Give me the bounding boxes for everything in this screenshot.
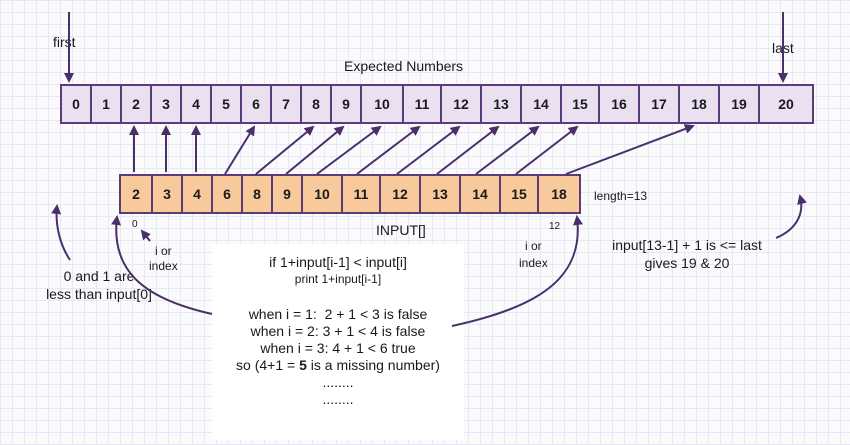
i-index-arrow [140,229,151,242]
map-arrow-15 [515,125,579,175]
length-label: length=13 [594,189,648,203]
expected-cell: 5 [212,86,242,122]
input-cell: 18 [551,186,567,202]
right-note: input[13-1] + 1 is <= last gives 19 & 20 [592,236,782,272]
index-text: index [149,259,178,273]
input-cell: 14 [461,176,501,212]
expected-cell: 0 [62,86,92,122]
input-cell: 8 [243,176,273,212]
expected-cell: 13 [482,86,522,122]
expected-cell: 16 [600,86,640,122]
input-cell: 11 [343,176,381,212]
right-note-arrow [775,194,807,239]
expected-cell: 12 [442,86,482,122]
expected-numbers-row: 0 1 2 3 4 5 6 7 8 9 10 11 12 13 14 15 16… [60,84,814,124]
expected-cell: 2 [122,86,152,122]
input-array-label: INPUT[] [376,222,426,238]
input-cell: 2 [121,176,153,212]
missing-number: 5 [299,357,307,373]
expected-cell: 9 [332,86,362,122]
input-cell: 13 [421,176,461,212]
expected-cell: 8 [302,86,332,122]
expected-cell: 17 [640,86,680,122]
conclusion-c: is a missing number) [306,357,440,373]
conclusion-line: so (4+1 = 5 is a missing number) [212,357,464,374]
code-to-left-arrow [111,215,213,315]
input-cell: 6 [213,176,243,212]
expected-cell: 15 [562,86,600,122]
expected-cell: 14 [522,86,562,122]
expected-cell: 6 [242,86,272,122]
map-arrow-13 [436,125,500,175]
expected-numbers-title: Expected Numbers [344,58,464,74]
expected-cell: 10 [362,86,404,122]
dots-line: ........ [322,391,354,407]
expected-cell: 11 [404,86,442,122]
input-cell: 10 [303,176,343,212]
map-arrow-10 [316,125,382,175]
example-line: when i = 1: 2 + 1 < 3 is false [248,306,428,322]
input-cell: 12 [381,176,421,212]
example-line: when i = 3: 4 + 1 < 6 true [260,340,416,356]
conclusion-a: so (4+1 = [236,357,300,373]
left-note-line-2: less than input[0] [46,286,152,302]
expected-cell: 20 [778,96,794,112]
dots-line: ........ [322,374,354,390]
expected-cell: 18 [680,86,720,122]
expected-cell: 1 [92,86,122,122]
map-arrow-6 [224,125,256,175]
map-arrow-18 [565,124,695,175]
map-arrow-12 [396,125,461,175]
pseudocode-box: if 1+input[i-1] < input[i] print 1+input… [212,244,464,440]
left-note-line-1: 0 and 1 are [63,268,135,284]
map-arrow-8 [255,125,315,175]
right-note-line-2: gives 19 & 20 [644,255,730,271]
index-zero-label: 0 [132,219,138,230]
input-cell: 15 [501,176,539,212]
i-or-text: i or [525,239,542,253]
input-cell: 9 [273,176,303,212]
example-line: when i = 2: 3 + 1 < 4 is false [250,323,426,339]
expected-cell: 7 [272,86,302,122]
expected-cell: 19 [720,86,760,122]
right-note-line-1: input[13-1] + 1 is <= last [612,237,762,253]
expected-cell: 3 [152,86,182,122]
i-or-text: i or [155,244,172,258]
code-line-1: if 1+input[i-1] < input[i] [269,254,407,270]
i-or-index-left: i or index [149,244,178,274]
input-array-row: 2 3 4 6 8 9 10 11 12 13 14 15 18 [119,174,581,214]
map-arrow-14 [475,125,540,175]
expected-cell: 4 [182,86,212,122]
index-twelve-label: 12 [549,221,561,232]
map-arrow-9 [285,125,345,175]
i-or-index-right: i or index [519,238,548,272]
left-note: 0 and 1 are less than input[0] [24,267,174,303]
code-to-right-arrow [451,215,583,327]
input-cell: 4 [183,176,213,212]
map-arrow-11 [356,125,421,175]
left-note-arrow [51,204,71,261]
index-text: index [519,256,548,270]
code-line-2: print 1+input[i-1] [294,272,382,286]
input-cell: 3 [153,176,183,212]
